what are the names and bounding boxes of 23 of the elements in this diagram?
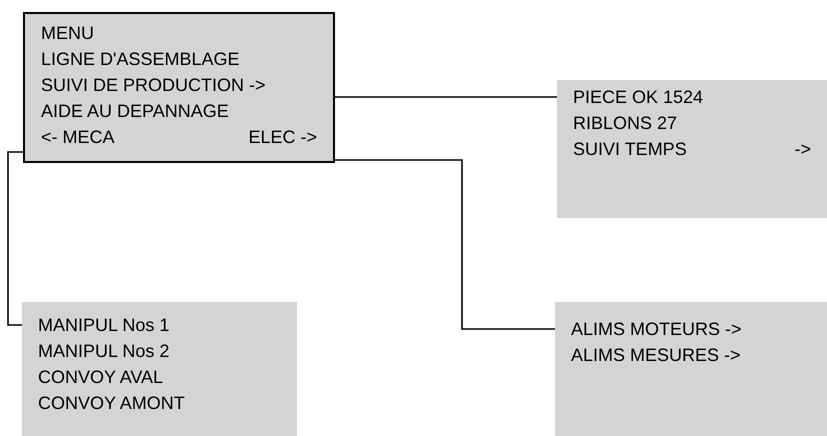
menu-item: CONVOY AMONT <box>38 392 185 415</box>
menu-item: ALIMS MESURES -> <box>571 344 741 367</box>
menu-item: -> <box>794 138 811 161</box>
screen-panel <box>557 80 827 218</box>
menu-item: MENU <box>41 22 94 45</box>
menu-item: MANIPUL Nos 2 <box>38 340 170 363</box>
menu-item: AIDE AU DEPANNAGE <box>41 100 229 123</box>
menu-item: ELEC -> <box>248 126 317 149</box>
menu-item: SUIVI DE PRODUCTION -> <box>41 74 266 97</box>
connector-line <box>335 96 557 98</box>
screen-panel <box>555 302 827 436</box>
menu-item: LIGNE D'ASSEMBLAGE <box>41 48 240 71</box>
menu-item: RIBLONS 27 <box>573 112 678 135</box>
menu-item: SUIVI TEMPS <box>573 138 687 161</box>
menu-item: <- MECA <box>41 126 115 149</box>
menu-item: MANIPUL Nos 1 <box>38 314 170 337</box>
connector-line <box>335 159 555 330</box>
menu-item: ALIMS MOTEURS -> <box>571 318 742 341</box>
screen-panel <box>22 302 297 436</box>
menu-item: CONVOY AVAL <box>38 366 164 389</box>
menu-item: PIECE OK 1524 <box>573 86 704 109</box>
screen-panel <box>23 12 335 163</box>
connector-line <box>7 151 23 326</box>
